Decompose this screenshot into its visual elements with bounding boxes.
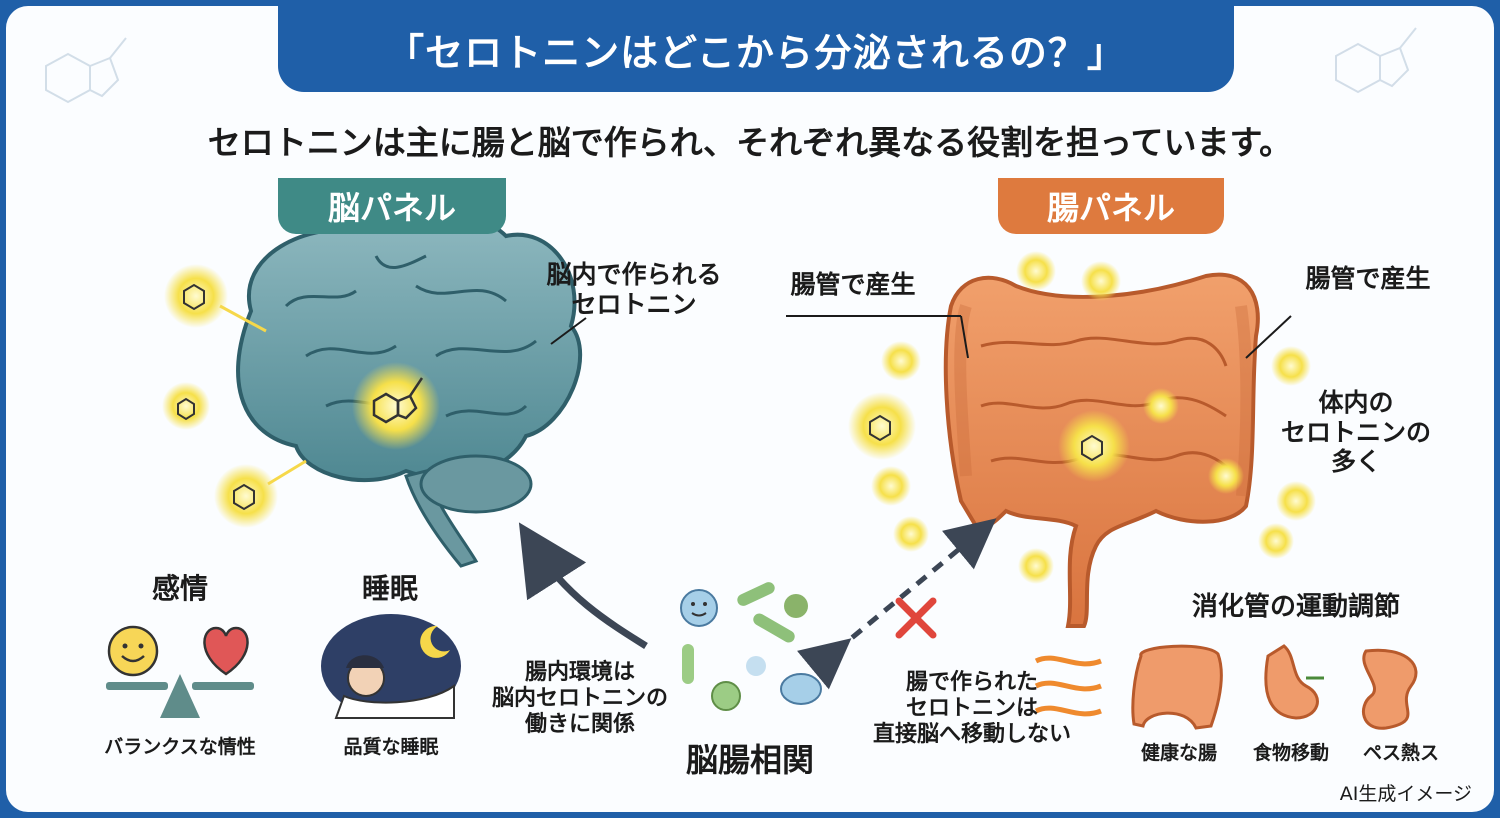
callout-line-1: 脳内で作られる — [546, 260, 722, 289]
brain-panel-tab: 脳パネル — [278, 178, 506, 234]
sleep-caption: 品質な睡眠 — [343, 736, 439, 758]
wave-arrows-icon — [1034, 655, 1102, 717]
motility-heading: 消化管の運動調節 — [1191, 592, 1400, 622]
motility-caption-healthy: 健康な腸 — [1140, 742, 1217, 764]
heart-icon — [203, 626, 249, 676]
page-subtitle: セロトニンは主に腸と脳で作られ、それぞれ異なる役割を担っています。 — [207, 123, 1293, 162]
moon-icon — [420, 625, 450, 658]
intestine-icon — [1362, 648, 1418, 730]
callout-line-2: セロトニン — [571, 289, 697, 319]
body-line-3: 多く — [1330, 447, 1381, 476]
gut-serotonin-note: 腸で作られた セロトニンは 直接脳へ移動しない — [852, 670, 1092, 748]
smiley-icon — [107, 625, 159, 677]
page-title: 「セロトニンはどこから分泌されるの？」 — [386, 30, 1126, 75]
sleeping-person-icon — [321, 614, 461, 719]
brain-illustration — [236, 208, 583, 568]
serotonin-molecule-icon — [848, 251, 1316, 584]
callout-line — [1245, 315, 1292, 359]
body-serotonin-note: 体内の セロトニンの 多く — [1268, 388, 1444, 477]
gut-panel-tab: 腸パネル — [998, 178, 1224, 234]
gut-note-line-1: 腸で作られた — [905, 670, 1038, 695]
gut-brain-note: 腸内環境は 脳内セロトニンの 働きに関係 — [470, 660, 690, 738]
motility-caption-peristalsis: ペス熱ス — [1362, 742, 1439, 764]
note-line-2: 脳内セロトニンの — [491, 685, 668, 711]
note-line-1: 腸内環境は — [524, 660, 635, 685]
sleep-heading: 睡眠 — [361, 572, 418, 605]
callout-line — [550, 317, 587, 345]
gut-brain-arrow — [518, 522, 648, 649]
callout-line — [960, 315, 969, 359]
gut-left-callout: 腸管で産生 — [790, 270, 916, 299]
illustration-layer — [45, 27, 1418, 730]
ai-image-credit: AI生成イメージ — [1339, 783, 1472, 805]
balance-scale-icon — [106, 674, 254, 718]
blocked-transfer-arrow — [796, 518, 997, 690]
gut-right-callout: 腸管で産生 — [1305, 264, 1431, 293]
body-line-2: セロトニンの — [1280, 417, 1431, 447]
intestine-icon — [1131, 644, 1223, 730]
brain-serotonin-callout: 脳内で作られる セロトニン — [536, 260, 732, 319]
infographic-frame: 「セロトニンはどこから分泌されるの？」 セロトニンは主に腸と脳で作られ、それぞれ… — [6, 6, 1494, 812]
bacteria-icon — [680, 582, 822, 711]
title-banner: 「セロトニンはどこから分泌されるの？」 — [278, 6, 1234, 92]
note-line-3: 働きに関係 — [524, 711, 635, 737]
background-molecule-icon — [45, 27, 1417, 104]
emotion-heading: 感情 — [151, 572, 208, 605]
motility-caption-food: 食物移動 — [1252, 742, 1329, 764]
serotonin-molecule-icon — [162, 264, 307, 528]
stomach-icon — [1264, 644, 1324, 720]
gut-brain-axis-label: 脳腸相関 — [685, 741, 814, 779]
gut-note-line-2: セロトニンは — [905, 695, 1038, 721]
serotonin-molecule-icon — [352, 362, 440, 450]
body-line-1: 体内の — [1318, 388, 1394, 417]
gut-note-line-3: 直接脳へ移動しない — [872, 721, 1071, 747]
cross-icon — [895, 597, 937, 639]
emotion-caption: バランクスな情性 — [104, 736, 256, 758]
